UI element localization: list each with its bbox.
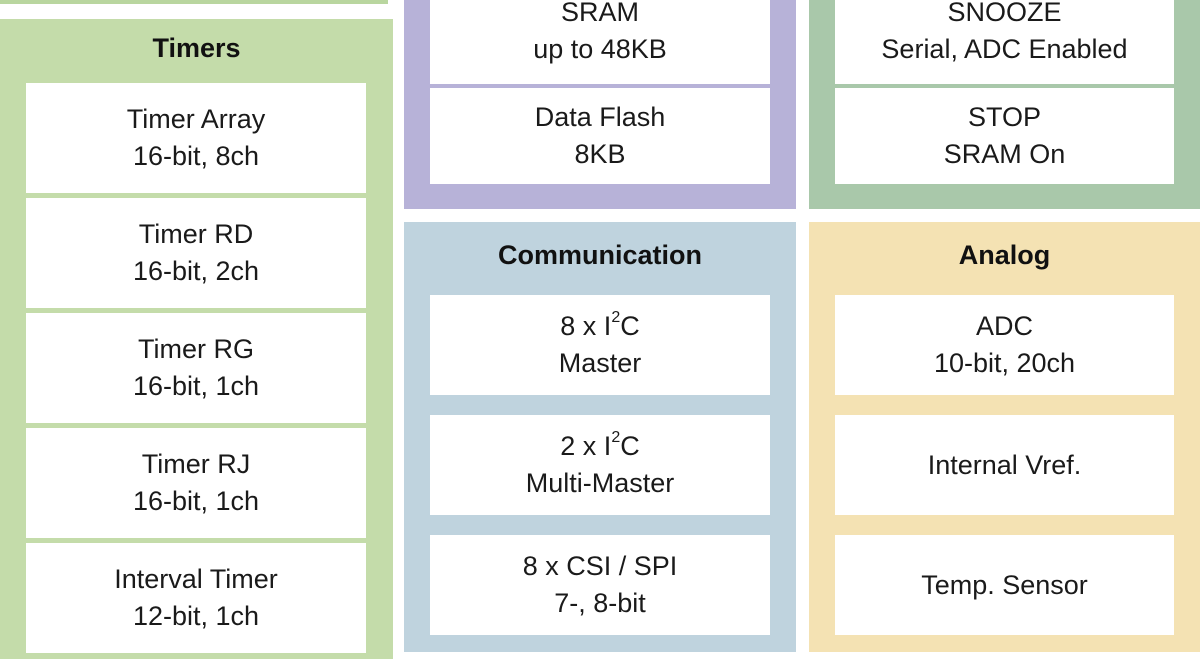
stop-spec: SRAM On bbox=[943, 139, 1066, 169]
sram-label: SRAM bbox=[560, 0, 639, 27]
internal-vref-label: Internal Vref. bbox=[927, 449, 1082, 480]
i2c-master-label: 8 x I2C bbox=[560, 309, 640, 342]
timer-array-label: Timer Array bbox=[126, 104, 266, 134]
i2c-multi-master-box: 2 x I2C Multi-Master bbox=[430, 415, 770, 515]
interval-timer-box: Interval Timer 12-bit, 1ch bbox=[26, 543, 366, 653]
timer-rg-label: Timer RG bbox=[138, 334, 254, 364]
csi-spi-label: 8 x CSI / SPI bbox=[522, 551, 678, 581]
communication-panel: Communication 8 x I2C Master 2 x I2C Mul… bbox=[404, 222, 796, 652]
sram-spec: up to 48KB bbox=[533, 34, 667, 64]
timer-rg-spec: 16-bit, 1ch bbox=[132, 371, 260, 401]
csi-spi-box: 8 x CSI / SPI 7-, 8-bit bbox=[430, 535, 770, 635]
interval-timer-spec: 12-bit, 1ch bbox=[132, 601, 260, 631]
top-strip bbox=[0, 0, 388, 4]
adc-label: ADC bbox=[975, 311, 1033, 341]
snooze-spec: Serial, ADC Enabled bbox=[881, 34, 1128, 64]
timer-rd-spec: 16-bit, 2ch bbox=[132, 256, 260, 286]
timer-rg-box: Timer RG 16-bit, 1ch bbox=[26, 313, 366, 423]
sram-box: SRAM up to 48KB bbox=[430, 0, 770, 84]
internal-vref-box: Internal Vref. bbox=[835, 415, 1174, 515]
csi-spi-spec: 7-, 8-bit bbox=[554, 588, 646, 618]
stop-label: STOP bbox=[967, 102, 1042, 132]
i2c-master-spec: Master bbox=[558, 348, 642, 378]
snooze-box: SNOOZE Serial, ADC Enabled bbox=[835, 0, 1174, 84]
timers-title: Timers bbox=[152, 33, 241, 63]
communication-title: Communication bbox=[497, 240, 702, 270]
interval-timer-label: Interval Timer bbox=[114, 564, 278, 594]
analog-title: Analog bbox=[958, 240, 1051, 270]
i2c-master-box: 8 x I2C Master bbox=[430, 295, 770, 395]
data-flash-label: Data Flash bbox=[534, 102, 666, 132]
temp-sensor-box: Temp. Sensor bbox=[835, 535, 1174, 635]
power-modes-panel: SNOOZE Serial, ADC Enabled STOP SRAM On bbox=[809, 0, 1200, 209]
timer-rd-label: Timer RD bbox=[138, 219, 254, 249]
timer-rd-box: Timer RD 16-bit, 2ch bbox=[26, 198, 366, 308]
timers-panel: Timers Timer Array 16-bit, 8ch Timer RD … bbox=[0, 19, 393, 659]
adc-spec: 10-bit, 20ch bbox=[933, 348, 1076, 378]
snooze-label: SNOOZE bbox=[947, 0, 1062, 27]
timer-array-spec: 16-bit, 8ch bbox=[132, 141, 260, 171]
memory-panel: SRAM up to 48KB Data Flash 8KB bbox=[404, 0, 796, 209]
timer-rj-box: Timer RJ 16-bit, 1ch bbox=[26, 428, 366, 538]
analog-panel: Analog ADC 10-bit, 20ch Internal Vref. T… bbox=[809, 222, 1200, 652]
data-flash-spec: 8KB bbox=[574, 139, 626, 169]
temp-sensor-label: Temp. Sensor bbox=[921, 569, 1088, 600]
timer-rj-label: Timer RJ bbox=[141, 449, 251, 479]
stop-box: STOP SRAM On bbox=[835, 88, 1174, 184]
timer-array-box: Timer Array 16-bit, 8ch bbox=[26, 83, 366, 193]
adc-box: ADC 10-bit, 20ch bbox=[835, 295, 1174, 395]
data-flash-box: Data Flash 8KB bbox=[430, 88, 770, 184]
i2c-multi-master-label: 2 x I2C bbox=[560, 429, 640, 462]
i2c-multi-master-spec: Multi-Master bbox=[525, 468, 675, 498]
timer-rj-spec: 16-bit, 1ch bbox=[132, 486, 260, 516]
